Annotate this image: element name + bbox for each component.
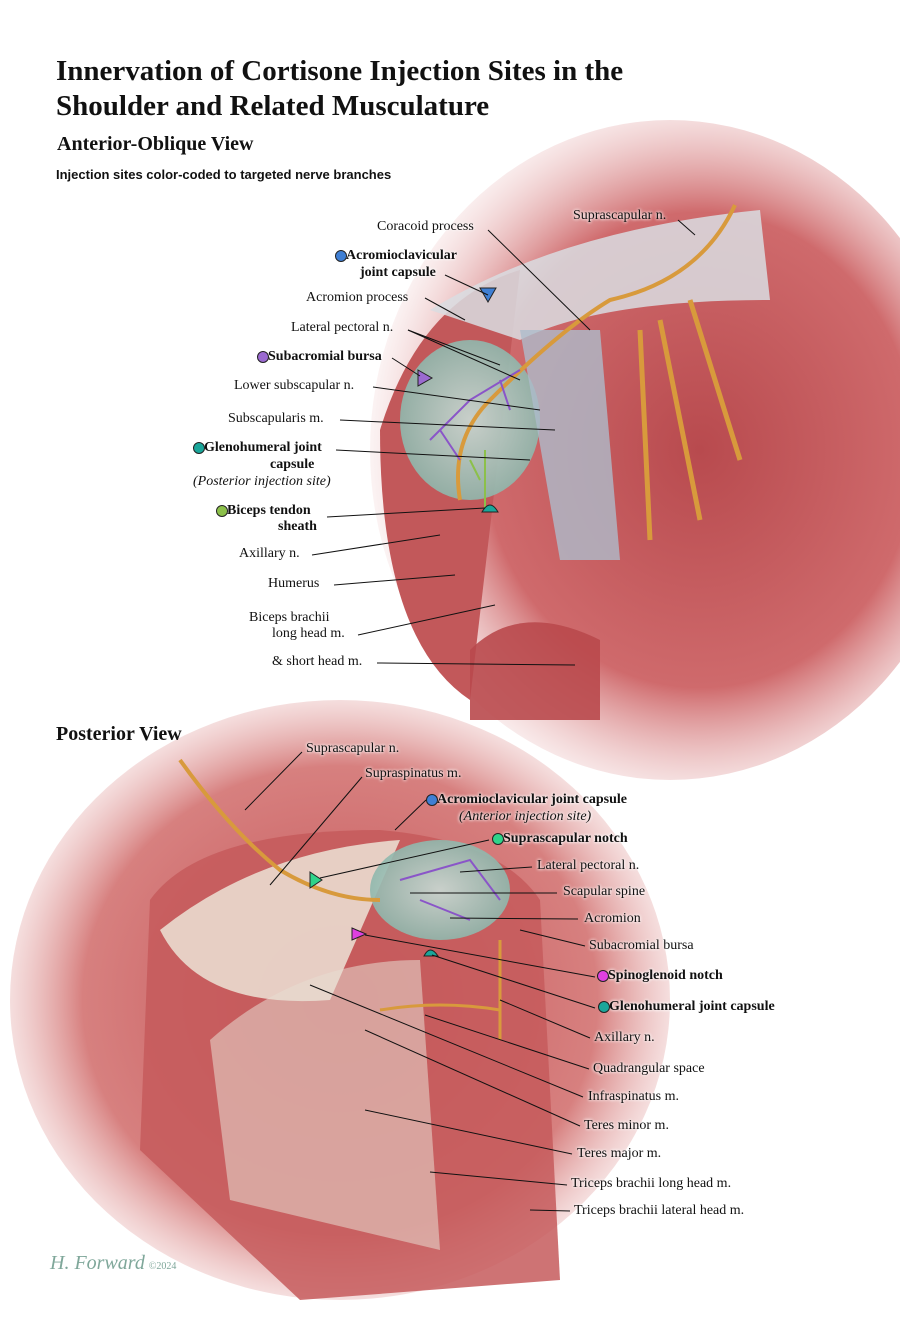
injection-site-dot-icon xyxy=(492,833,504,845)
anterior-label-axillary-n: Axillary n. xyxy=(239,546,300,561)
posterior-view-heading: Posterior View xyxy=(56,723,182,745)
injection-site-dot-icon xyxy=(597,970,609,982)
anterior-label-posterior-injection-site: (Posterior injection site) xyxy=(193,474,331,489)
posterior-label-anterior-injection-site: (Anterior injection site) xyxy=(459,809,592,824)
title-line-1: Innervation of Cortisone Injection Sites… xyxy=(56,55,624,87)
injection-site-dot-icon xyxy=(193,442,205,454)
anterior-label-long-head-m: long head m. xyxy=(272,626,345,641)
artist-signature: H. Forward©2024 xyxy=(50,1252,176,1275)
anterior-label-suprascapular-n: Suprascapular n. xyxy=(573,208,667,223)
injection-site-dot-icon xyxy=(598,1001,610,1013)
anterior-label-coracoid-process: Coracoid process xyxy=(377,219,474,234)
posterior-label-triceps-brachii-long-head-m: Triceps brachii long head m. xyxy=(571,1176,732,1191)
anterior-label-biceps-brachii: Biceps brachii xyxy=(249,610,330,625)
signature-year: ©2024 xyxy=(148,1261,177,1272)
anterior-label-acromioclavicular: Acromioclavicular xyxy=(346,248,457,263)
injection-site-dot-icon xyxy=(257,351,269,363)
signature-name: H. Forward xyxy=(50,1252,145,1274)
posterior-label-infraspinatus-m: Infraspinatus m. xyxy=(588,1089,679,1104)
posterior-label-triceps-brachii-lateral-head-m: Triceps brachii lateral head m. xyxy=(574,1203,745,1218)
posterior-label-scapular-spine: Scapular spine xyxy=(563,884,646,899)
anterior-shoulder-drawing xyxy=(370,120,900,780)
posterior-label-quadrangular-space: Quadrangular space xyxy=(593,1061,705,1076)
anterior-view-heading: Anterior-Oblique View xyxy=(57,133,254,155)
anterior-label-sheath: sheath xyxy=(278,519,317,534)
leader-lines xyxy=(244,219,696,1212)
posterior-label-suprascapular-n: Suprascapular n. xyxy=(306,741,400,756)
injection-site-dot-icon xyxy=(335,250,347,262)
page-title: Innervation of Cortisone Injection Sites… xyxy=(56,54,623,124)
injection-site-dot-icon xyxy=(426,794,438,806)
anterior-label-lateral-pectoral-n: Lateral pectoral n. xyxy=(291,320,394,335)
injection-site-dot-icon xyxy=(216,505,228,517)
anterior-label-biceps-tendon: Biceps tendon xyxy=(227,503,311,518)
anterior-label-joint-capsule: joint capsule xyxy=(360,265,436,280)
posterior-label-glenohumeral-joint-capsule: Glenohumeral joint capsule xyxy=(609,999,775,1014)
anterior-label-glenohumeral-joint: Glenohumeral joint xyxy=(204,440,322,455)
anterior-label-short-head-m: & short head m. xyxy=(272,654,363,669)
anterior-label-subscapularis-m: Subscapularis m. xyxy=(228,411,324,426)
color-coding-note: Injection sites color-coded to targeted … xyxy=(56,167,392,182)
posterior-label-lateral-pectoral-n: Lateral pectoral n. xyxy=(537,858,640,873)
posterior-shoulder-drawing xyxy=(10,700,670,1300)
posterior-label-suprascapular-notch: Suprascapular notch xyxy=(503,831,628,846)
posterior-label-teres-major-m: Teres major m. xyxy=(577,1146,662,1161)
anterior-label-lower-subscapular-n: Lower subscapular n. xyxy=(234,378,355,393)
anterior-label-acromion-process: Acromion process xyxy=(306,290,409,305)
posterior-label-acromion: Acromion xyxy=(584,911,641,926)
anterior-label-capsule: capsule xyxy=(270,457,315,472)
posterior-label-acromioclavicular-joint-capsule: Acromioclavicular joint capsule xyxy=(437,792,628,807)
posterior-label-subacromial-bursa: Subacromial bursa xyxy=(589,938,694,953)
title-line-2: Shoulder and Related Musculature xyxy=(56,90,490,122)
anterior-label-subacromial-bursa: Subacromial bursa xyxy=(268,349,382,364)
posterior-label-axillary-n: Axillary n. xyxy=(594,1030,655,1045)
posterior-label-teres-minor-m: Teres minor m. xyxy=(584,1118,669,1133)
posterior-label-supraspinatus-m: Supraspinatus m. xyxy=(365,766,462,781)
anterior-label-humerus: Humerus xyxy=(268,576,320,591)
posterior-label-spinoglenoid-notch: Spinoglenoid notch xyxy=(608,968,723,983)
